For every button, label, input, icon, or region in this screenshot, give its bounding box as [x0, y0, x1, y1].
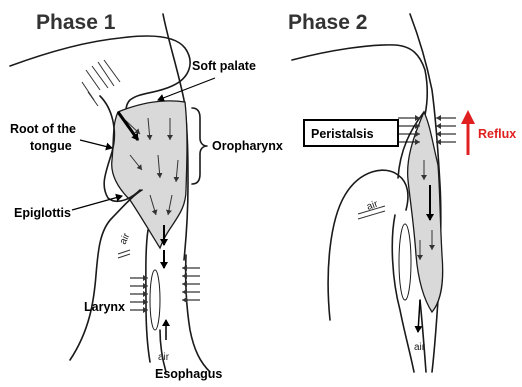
label-soft-palate: Soft palate	[192, 59, 256, 73]
phase-1-panel: Phase 1	[10, 11, 283, 381]
oropharynx-brace	[192, 108, 207, 184]
esophagus-down-arrow-phase-2	[418, 300, 420, 332]
reflux-arrow-head	[461, 110, 475, 124]
tongue-pressure-hatch	[82, 60, 120, 106]
label-esophagus: Esophagus	[155, 367, 222, 381]
tongue-outline-phase-2	[328, 170, 408, 320]
larynx-oval-phase-2	[399, 224, 411, 300]
label-root-of-tongue-2: tongue	[30, 139, 72, 153]
phase-2-panel: Phase 2	[288, 11, 516, 372]
label-epiglottis: Epiglottis	[14, 206, 71, 220]
epiglottis-pointer	[72, 196, 122, 210]
label-larynx: Larynx	[84, 300, 125, 314]
air-hatch-phase-1	[118, 250, 130, 258]
label-root-of-tongue-1: Root of the	[10, 122, 76, 136]
peristalsis-arrows-right	[436, 118, 456, 142]
larynx-outline-phase-2	[392, 215, 414, 372]
soft-palate-outline-phase-2	[292, 45, 427, 115]
trachea-wall	[160, 330, 166, 372]
bolus-phase-1	[112, 101, 187, 248]
tongue-pointer	[80, 140, 112, 148]
esophagus-wall-phase-2	[420, 300, 426, 372]
label-peristalsis: Peristalsis	[311, 127, 374, 141]
label-oropharynx: Oropharynx	[212, 139, 283, 153]
larynx-oval	[150, 270, 160, 330]
larynx-outline	[146, 230, 150, 362]
esophagus-wall	[186, 255, 210, 372]
label-air-larynx: air	[118, 231, 133, 246]
esophagus-compression-arrows	[182, 268, 200, 300]
label-air-phase-2-lower: air	[414, 342, 426, 353]
epiglottis-outline	[70, 190, 142, 360]
label-reflux: Reflux	[478, 127, 516, 141]
phase-2-title: Phase 2	[288, 11, 367, 34]
label-air-phase-2-upper: air	[365, 198, 380, 212]
phase-1-title: Phase 1	[36, 11, 116, 34]
label-air-phase-1: air	[158, 352, 170, 363]
